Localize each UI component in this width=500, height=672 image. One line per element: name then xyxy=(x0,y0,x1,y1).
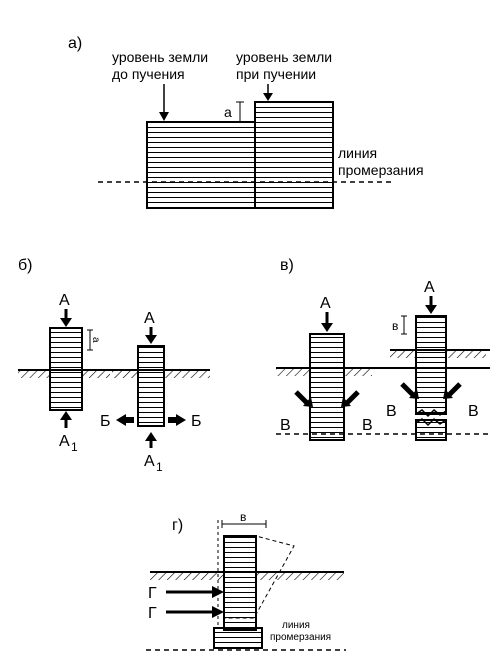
lateral-arrow-right-b xyxy=(168,414,186,426)
lateral-arrow-left-b xyxy=(116,414,134,426)
panel-g-letter: г) xyxy=(172,517,183,534)
pile-v-1 xyxy=(309,333,345,441)
ground-hatch-b-2 xyxy=(82,370,110,378)
lateral-arrow-left-v2 xyxy=(400,382,416,398)
ground-before-arrowhead xyxy=(159,112,169,121)
force-a1-arrow-b2 xyxy=(145,432,157,441)
ground-hatch-b-4 xyxy=(164,370,210,378)
ground-during-arrowhead xyxy=(263,93,273,101)
heave-mark-a: а xyxy=(224,104,232,120)
panel-b-letter: б) xyxy=(18,257,33,274)
pile-b-1 xyxy=(49,327,83,411)
lateral-label-right-v2: В xyxy=(468,403,479,420)
heave-mark-v: в xyxy=(392,319,398,333)
pile-v-2-break xyxy=(415,408,447,418)
ground-hatch-v-1 xyxy=(276,368,310,376)
ground-before-label-line1: уровень земли xyxy=(112,49,208,65)
freezing-label-g-line1: линия xyxy=(282,620,310,631)
force-a1-arrow-b1 xyxy=(60,411,72,420)
force-a1-label-b2: А xyxy=(144,453,155,470)
soil-block-before xyxy=(146,121,256,209)
lateral-label-g-2: Г xyxy=(148,605,157,622)
force-a1-sub-b1: 1 xyxy=(71,440,78,454)
pile-v-2-upper xyxy=(415,315,447,415)
panel-b: б) А А 1 а А А 1 Б Б xyxy=(18,257,210,474)
lateral-label-right-b: Б xyxy=(191,413,202,430)
panel-a: а) уровень земли до пучения уровень земл… xyxy=(68,35,424,209)
ground-before-label-line2: до пучения xyxy=(112,66,185,82)
pile-g-upper xyxy=(223,535,257,631)
lateral-arrow-right-v1 xyxy=(344,390,360,406)
lateral-arrow-left-v1 xyxy=(294,390,310,406)
ground-hatch-v-4 xyxy=(446,350,486,358)
freezing-label-a-line2: промерзания xyxy=(338,162,424,178)
ground-hatch-g-2 xyxy=(256,572,344,580)
lateral-label-g-1: Г xyxy=(148,585,157,602)
lateral-label-left-v1: В xyxy=(280,417,291,434)
freezing-label-g-line2: промерзания xyxy=(270,632,331,643)
force-a1-sub-b2: 1 xyxy=(156,460,163,474)
ground-hatch-v-2 xyxy=(344,368,372,376)
force-a1-label-b1: А xyxy=(59,433,70,450)
pile-b-2 xyxy=(137,345,165,427)
lateral-label-left-b: Б xyxy=(100,413,111,430)
freezing-label-a-line1: линия xyxy=(338,145,377,161)
lateral-label-right-v1: В xyxy=(362,417,373,434)
ground-during-label-line1: уровень земли xyxy=(236,49,332,65)
panel-g: г) в Г Г линия промерзания xyxy=(146,510,346,651)
force-a-label-v1: А xyxy=(320,295,331,312)
ground-hatch-v-3 xyxy=(390,350,416,358)
panel-a-letter: а) xyxy=(68,35,82,52)
ground-during-label-line2: при пучении xyxy=(236,66,316,82)
panel-v-letter: в) xyxy=(280,257,294,274)
pile-g-base xyxy=(213,627,263,649)
pile-v-2-lower xyxy=(415,419,447,441)
heave-mark-b: а xyxy=(90,337,101,343)
tilt-mark-g: в xyxy=(240,510,246,524)
force-a-label-b1: А xyxy=(59,292,70,309)
ground-hatch-g-1 xyxy=(150,572,224,580)
panel-v: в) А В В А В В в xyxy=(276,257,490,441)
lateral-arrow-right-v2 xyxy=(446,382,462,398)
ground-hatch-b-3 xyxy=(112,370,138,378)
pile-g-tilted-outline xyxy=(223,535,295,619)
force-a-label-v2: А xyxy=(424,279,435,296)
soil-block-heaved xyxy=(254,101,334,209)
lateral-label-left-v2: В xyxy=(386,403,397,420)
ground-hatch-b-1 xyxy=(18,370,50,378)
force-a-label-b2: А xyxy=(144,310,155,327)
